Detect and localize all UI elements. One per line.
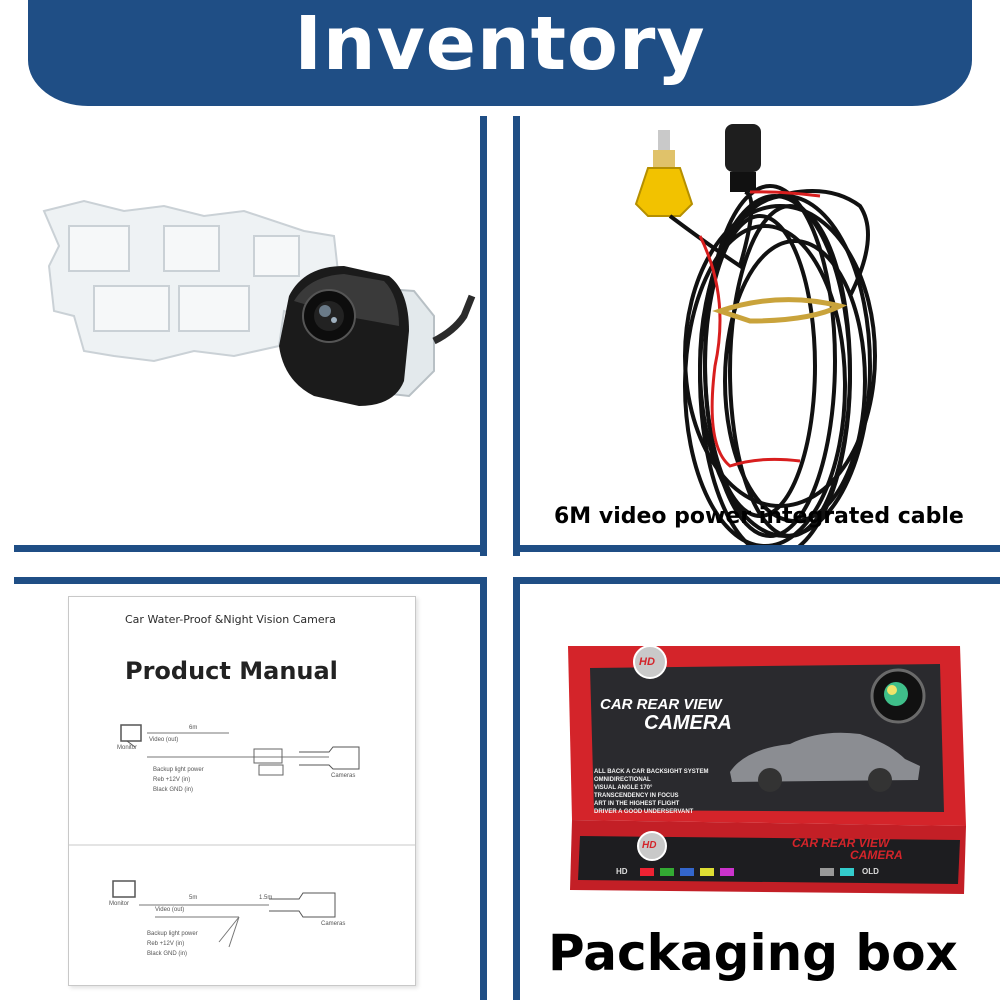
manual-subtitle: Car Water-Proof &Night Vision Camera [125, 613, 336, 626]
box-features-list: ALL BACK A CAR BACKSIGHT SYSTEM OMNIDIRE… [594, 768, 744, 816]
box-feature: DRIVER A GOOD UNDERSERVANT [594, 809, 694, 815]
box-title-line1: CAR REAR VIEW [600, 696, 722, 713]
divider-vertical-bottom-right [513, 577, 520, 1000]
box-title-line2: CAMERA [644, 712, 732, 734]
box-feature: OMNIDIRECTIONAL [594, 777, 651, 783]
d2-backup: Backup light power [147, 931, 198, 937]
box-side-badge: HD [642, 840, 657, 851]
box-side-strip-left: HD [616, 867, 628, 876]
header-banner: Inventory [28, 0, 972, 106]
box-feature: TRANSCENDENCY IN FOCUS [594, 793, 679, 799]
divider-horizontal-top-right [513, 545, 1000, 552]
d1-red: Reb +12V (in) [153, 777, 191, 783]
wiring-diagram-1 [69, 724, 415, 948]
divider-horizontal-bottom-left [14, 577, 487, 584]
panel-box: HD CAR REAR VIEW CAMERA ALL BACK A CAR B… [520, 584, 1000, 1000]
manual-page: Car Water-Proof &Night Vision Camera Pro… [68, 596, 416, 986]
d2-black: Black GND (in) [147, 951, 188, 957]
box-feature: ALL BACK A CAR BACKSIGHT SYSTEM [594, 769, 709, 775]
d1-backup: Backup light power [153, 767, 204, 773]
d2-red: Reb +12V (in) [147, 941, 185, 947]
d2-video: Video (out) [155, 907, 185, 913]
d2-monitor: Monitor [109, 901, 130, 907]
box-feature: ART IN THE HIGHEST FLIGHT [594, 801, 680, 807]
d1-cameras: Cameras [331, 773, 356, 779]
box-side-strip-right: OLD [862, 867, 879, 876]
camera-product-image [42, 199, 476, 406]
cable-caption: 6M video power integrated cable [554, 504, 964, 529]
panel-camera [14, 116, 480, 545]
divider-vertical-right [513, 116, 520, 556]
box-side-title-line1: CAR REAR VIEW [792, 836, 890, 850]
manual-title: Product Manual [125, 657, 338, 685]
d2-distance-a: 5m [189, 895, 198, 901]
box-badge: HD [639, 656, 655, 668]
cable-product-image [634, 124, 877, 545]
d1-black: Black GND (in) [153, 787, 194, 793]
d1-distance: 6m [189, 725, 198, 731]
d2-cameras: Cameras [321, 921, 346, 927]
box-feature: VISUAL ANGLE 170° [594, 785, 653, 791]
packaging-box-image [568, 645, 966, 894]
d2-distance-b: 1.5m [259, 895, 273, 901]
panel-manual: Car Water-Proof &Night Vision Camera Pro… [14, 584, 480, 1000]
divider-vertical-left [480, 116, 487, 556]
divider-vertical-bottom-left [480, 577, 487, 1000]
divider-horizontal-top-left [14, 545, 487, 552]
panel-cable: 6M video power integrated cable [520, 116, 1000, 545]
box-side-title-line2: CAMERA [850, 848, 903, 862]
d1-video: Video (out) [149, 737, 179, 743]
divider-horizontal-bottom-right [513, 577, 1000, 584]
d1-monitor: Monitor [117, 745, 138, 751]
box-caption: Packaging box [548, 924, 958, 982]
page-title: Inventory [294, 1, 706, 87]
